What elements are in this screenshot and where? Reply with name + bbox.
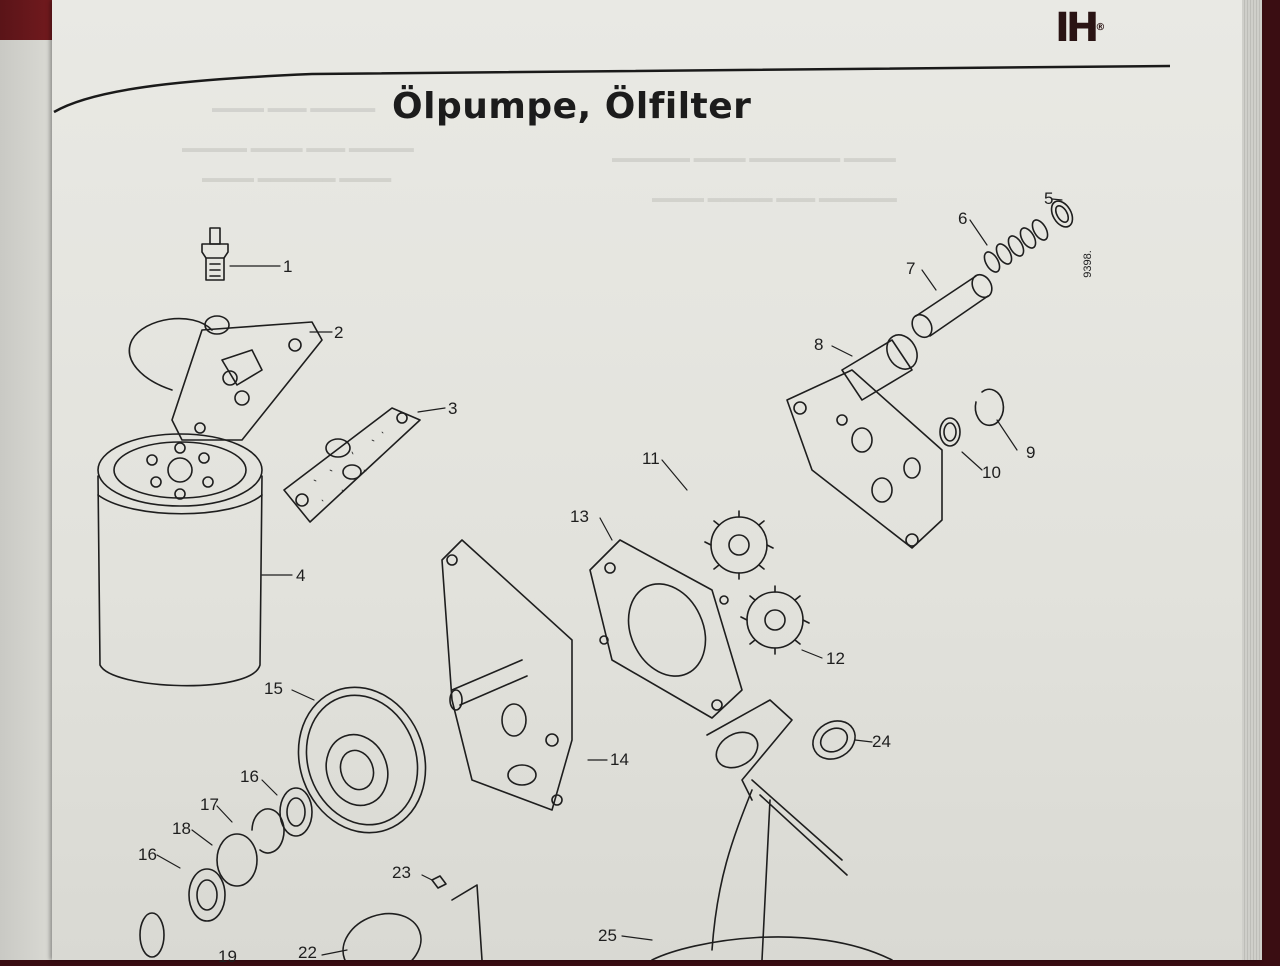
facing-page: [0, 40, 61, 960]
callout-16: 16: [240, 767, 259, 786]
callout-13: 13: [570, 507, 589, 526]
figure-code: 9398.: [1081, 250, 1094, 278]
part-shaft-gear: [342, 875, 483, 960]
callout-11: 11: [642, 449, 660, 468]
part-relief-valve: [911, 200, 1074, 339]
callout-3: 3: [448, 399, 458, 418]
catalog-page: IH® Ölpumpe, Ölfilter ▬▬▬▬ ▬▬▬ ▬▬▬▬▬ ▬▬▬…: [52, 0, 1262, 966]
part-pump-gears: [704, 510, 810, 655]
page-title: Ölpumpe, Ölfilter: [392, 86, 752, 127]
part-seal-ring: [812, 720, 856, 760]
callout-17: 17: [200, 795, 219, 814]
part-pump-body: [589, 539, 743, 719]
part-filter-head: [128, 315, 323, 441]
bleed-through-text: ▬▬▬▬ ▬▬▬▬▬ ▬▬▬ ▬▬▬▬▬▬: [652, 190, 897, 205]
callout-25: 25: [598, 926, 617, 945]
exploded-parts-drawing: [97, 198, 1074, 960]
bleed-through-text: ▬▬▬▬ ▬▬▬▬▬▬ ▬▬▬▬: [202, 170, 392, 185]
callout-7: 7: [906, 259, 916, 278]
callout-8: 8: [814, 335, 824, 354]
part-valve-housing: [786, 334, 943, 549]
part-circlip: [939, 388, 1005, 447]
callout-16-lower: 16: [138, 845, 157, 864]
callout-1: 1: [283, 257, 293, 276]
callout-15: 15: [264, 679, 283, 698]
callout-2: 2: [334, 323, 344, 342]
callout-18: 18: [172, 819, 191, 838]
part-drive-gear: [297, 686, 427, 834]
ih-logo: IH®: [1055, 5, 1106, 51]
callout-19: 19: [218, 947, 237, 966]
part-pressure-switch: [201, 227, 229, 281]
callout-10: 10: [982, 463, 1001, 482]
callout-23: 23: [392, 863, 411, 882]
callout-22: 22: [298, 943, 317, 962]
callout-5: 5: [1044, 189, 1054, 208]
bleed-through-text: ▬▬▬▬▬ ▬▬▬▬ ▬▬▬ ▬▬▬▬▬: [182, 140, 414, 155]
page-stack-edge: [1242, 0, 1262, 960]
leader-lines: [156, 198, 1063, 956]
header-rule: [53, 64, 1171, 114]
part-pump-cover: [441, 539, 573, 811]
part-gasket: [283, 407, 421, 523]
part-oil-filter: [97, 433, 263, 687]
callout-6: 6: [958, 209, 968, 228]
part-suction-pipe: [651, 699, 893, 960]
callout-14: 14: [610, 750, 629, 769]
callout-4: 4: [296, 566, 306, 585]
callout-12: 12: [826, 649, 845, 668]
callout-24: 24: [872, 732, 891, 751]
bleed-through-text: ▬▬▬▬▬▬ ▬▬▬▬ ▬▬▬▬▬▬▬ ▬▬▬▬: [612, 150, 896, 165]
part-bearings: [139, 787, 313, 958]
bleed-through-text: ▬▬▬▬ ▬▬▬ ▬▬▬▬▬: [212, 100, 376, 115]
callout-9: 9: [1026, 443, 1036, 462]
